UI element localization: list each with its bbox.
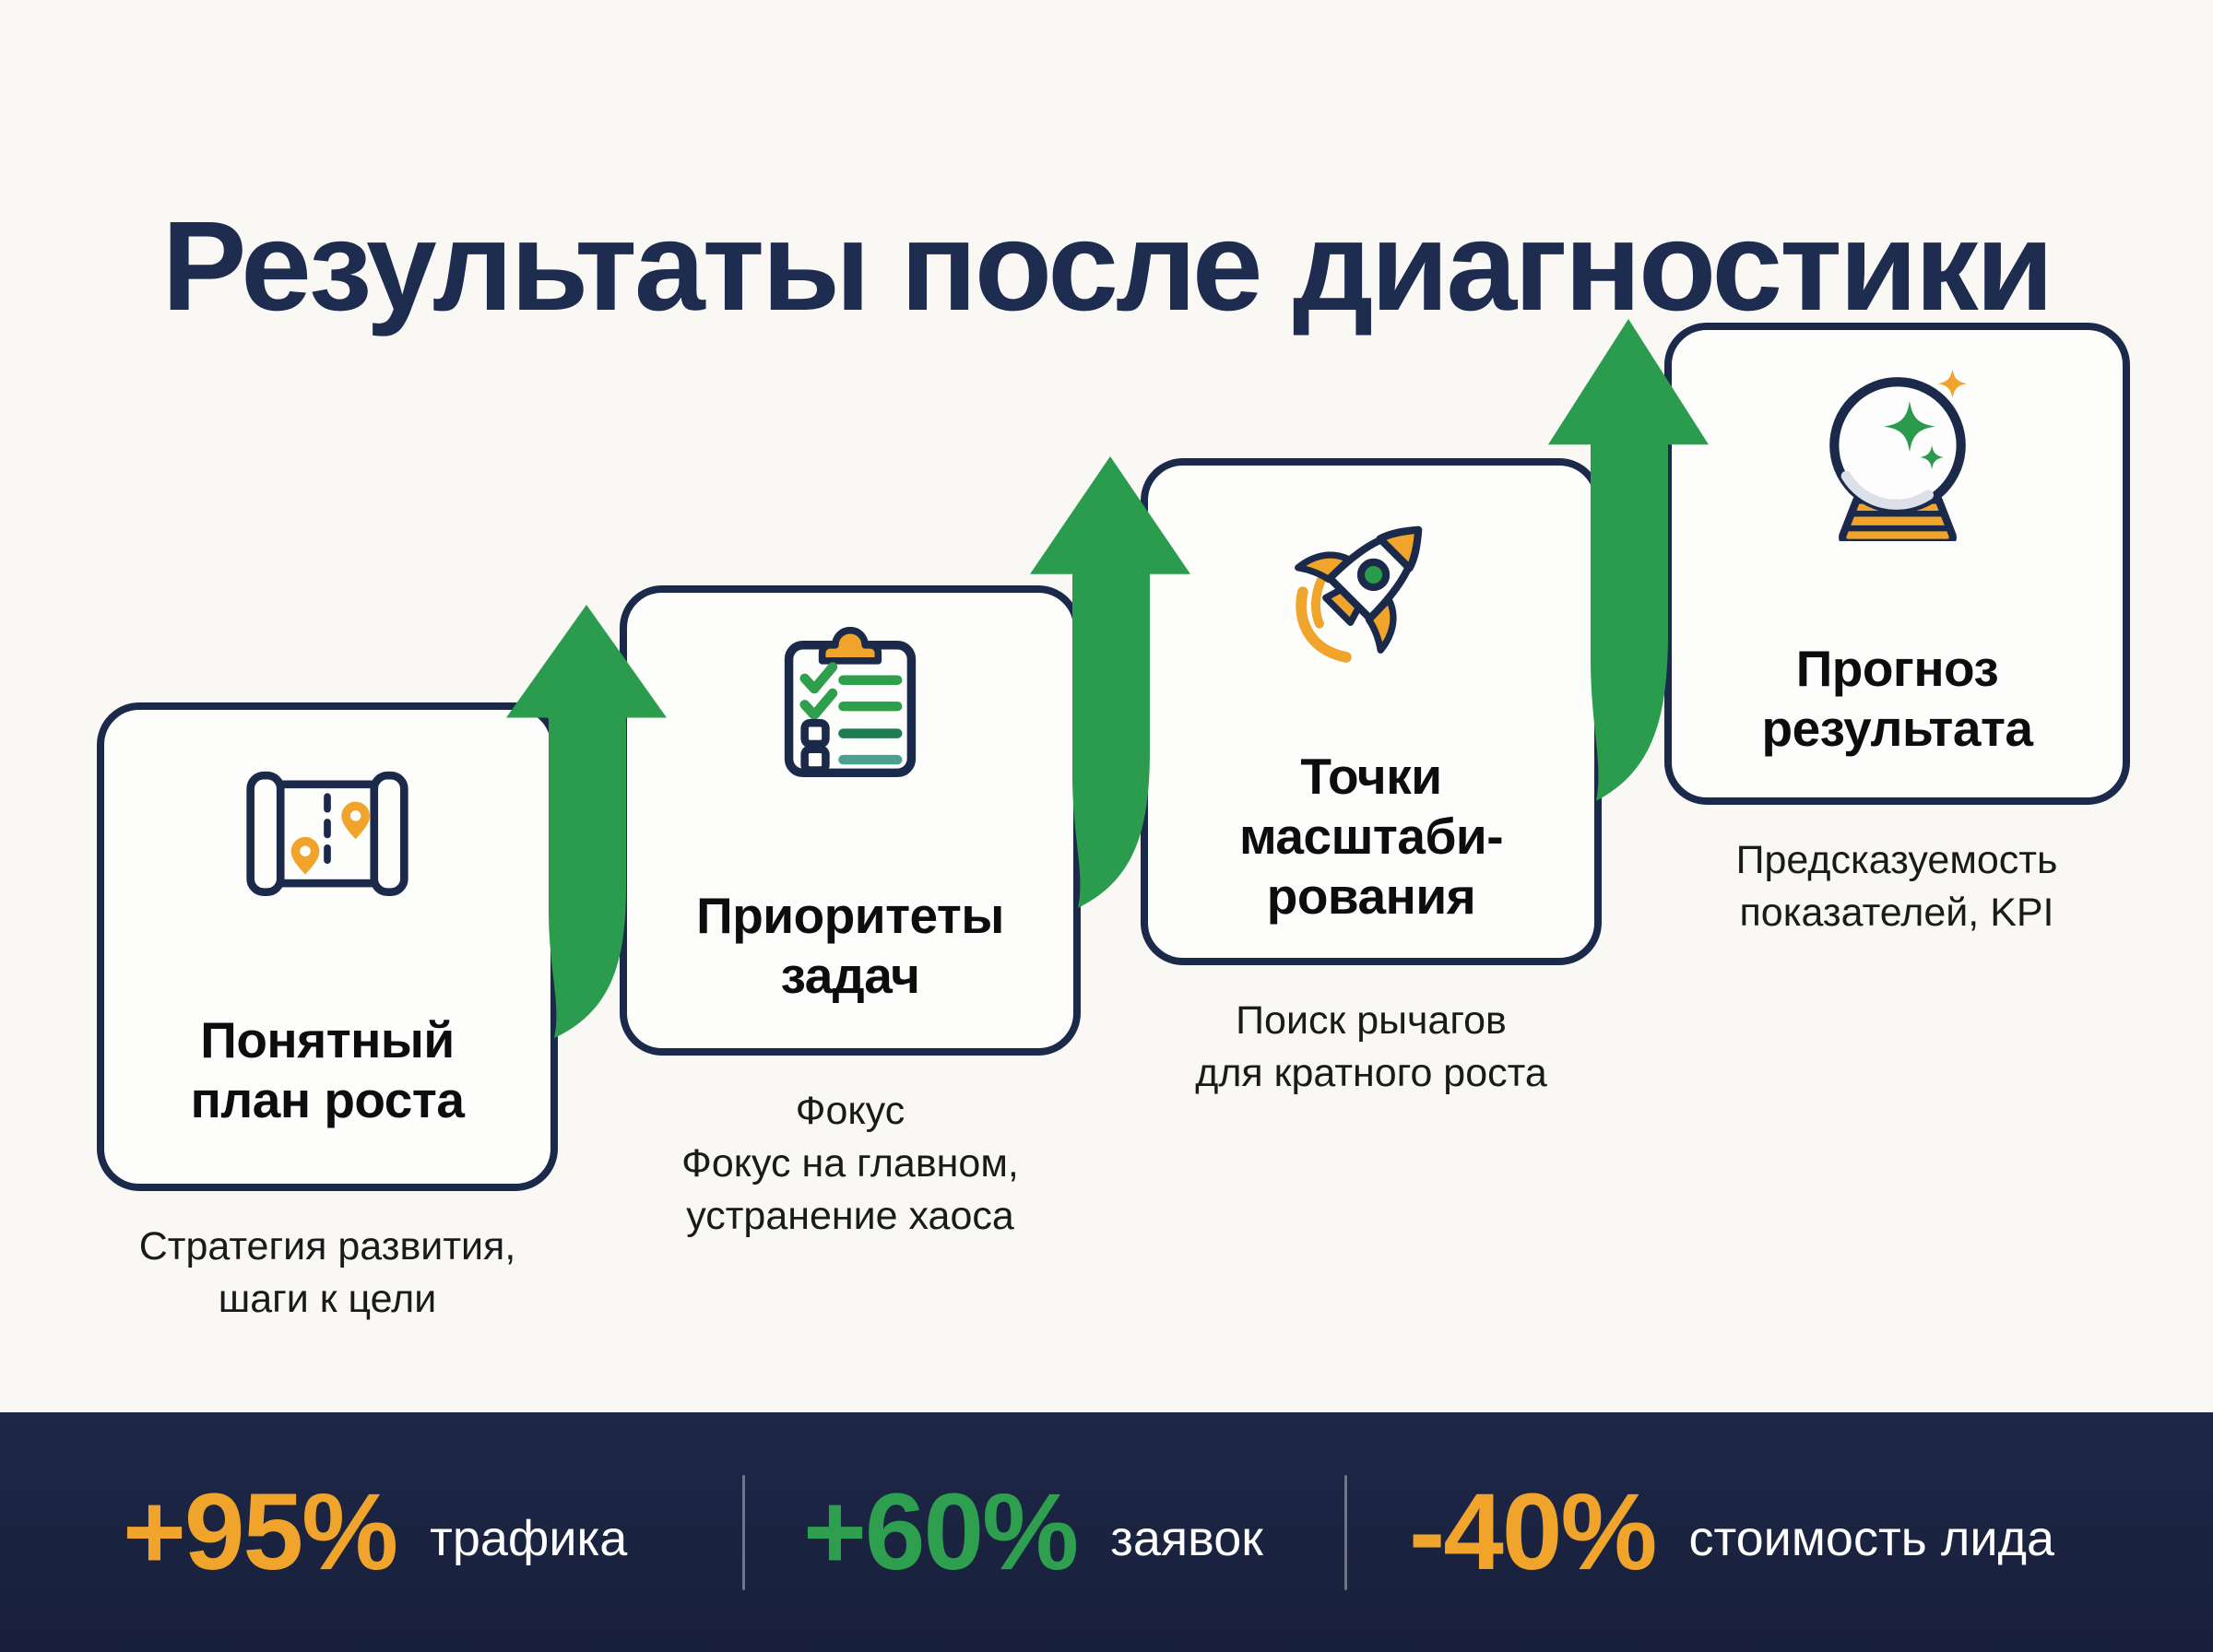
stat-leads-label: заявок (1110, 1511, 1263, 1566)
map-route-icon (243, 758, 411, 913)
card-result-forecast-title: Прогноз результата (1761, 640, 2033, 758)
stat-lead-cost-label: стоимость лида (1688, 1511, 2055, 1566)
stat-lead-cost: -40% стоимость лида (1409, 1412, 2054, 1652)
stat-lead-cost-value: -40% (1409, 1471, 1657, 1593)
card-scaling-points: Точки масштаби- рования (1141, 458, 1602, 965)
card-growth-plan-subtitle: Стратегия развития, шаги к цели (138, 1224, 516, 1322)
card-scaling-points-title: Точки масштаби- рования (1238, 748, 1504, 926)
card-result-forecast-subtitle: Предсказуемость показателей, KPI (1735, 838, 2058, 936)
stat-traffic-label: трафика (430, 1511, 628, 1566)
card-growth-plan: Понятный план роста (97, 702, 558, 1191)
card-task-priorities: Приоритеты задач (620, 585, 1081, 1056)
crystal-ball-icon (1812, 361, 1983, 548)
checklist-icon (780, 624, 920, 783)
page-title: Результаты после диагностики (161, 195, 2053, 338)
stats-divider (1344, 1475, 1347, 1590)
growth-arrow-icon (1548, 319, 1709, 801)
stats-bar: +95% трафика +60% заявок -40% стоимость … (0, 1412, 2213, 1652)
stat-leads-value: +60% (803, 1471, 1079, 1593)
card-growth-plan-title: Понятный план роста (190, 1011, 465, 1129)
stat-leads: +60% заявок (803, 1412, 1263, 1652)
card-scaling-points-subtitle: Поиск рычагов для кратного роста (1195, 998, 1547, 1096)
rocket-icon (1284, 490, 1459, 669)
stat-traffic: +95% трафика (123, 1412, 627, 1652)
card-task-priorities-title: Приоритеты задач (696, 887, 1004, 1005)
stats-divider (742, 1475, 745, 1590)
growth-arrow-icon (1030, 456, 1190, 908)
card-result-forecast: Прогноз результата (1664, 323, 2130, 805)
card-task-priorities-subtitle: Фокус Фокус на главном, устранение хаоса (681, 1089, 1019, 1239)
stat-traffic-value: +95% (123, 1471, 398, 1593)
growth-arrow-icon (506, 605, 667, 1038)
